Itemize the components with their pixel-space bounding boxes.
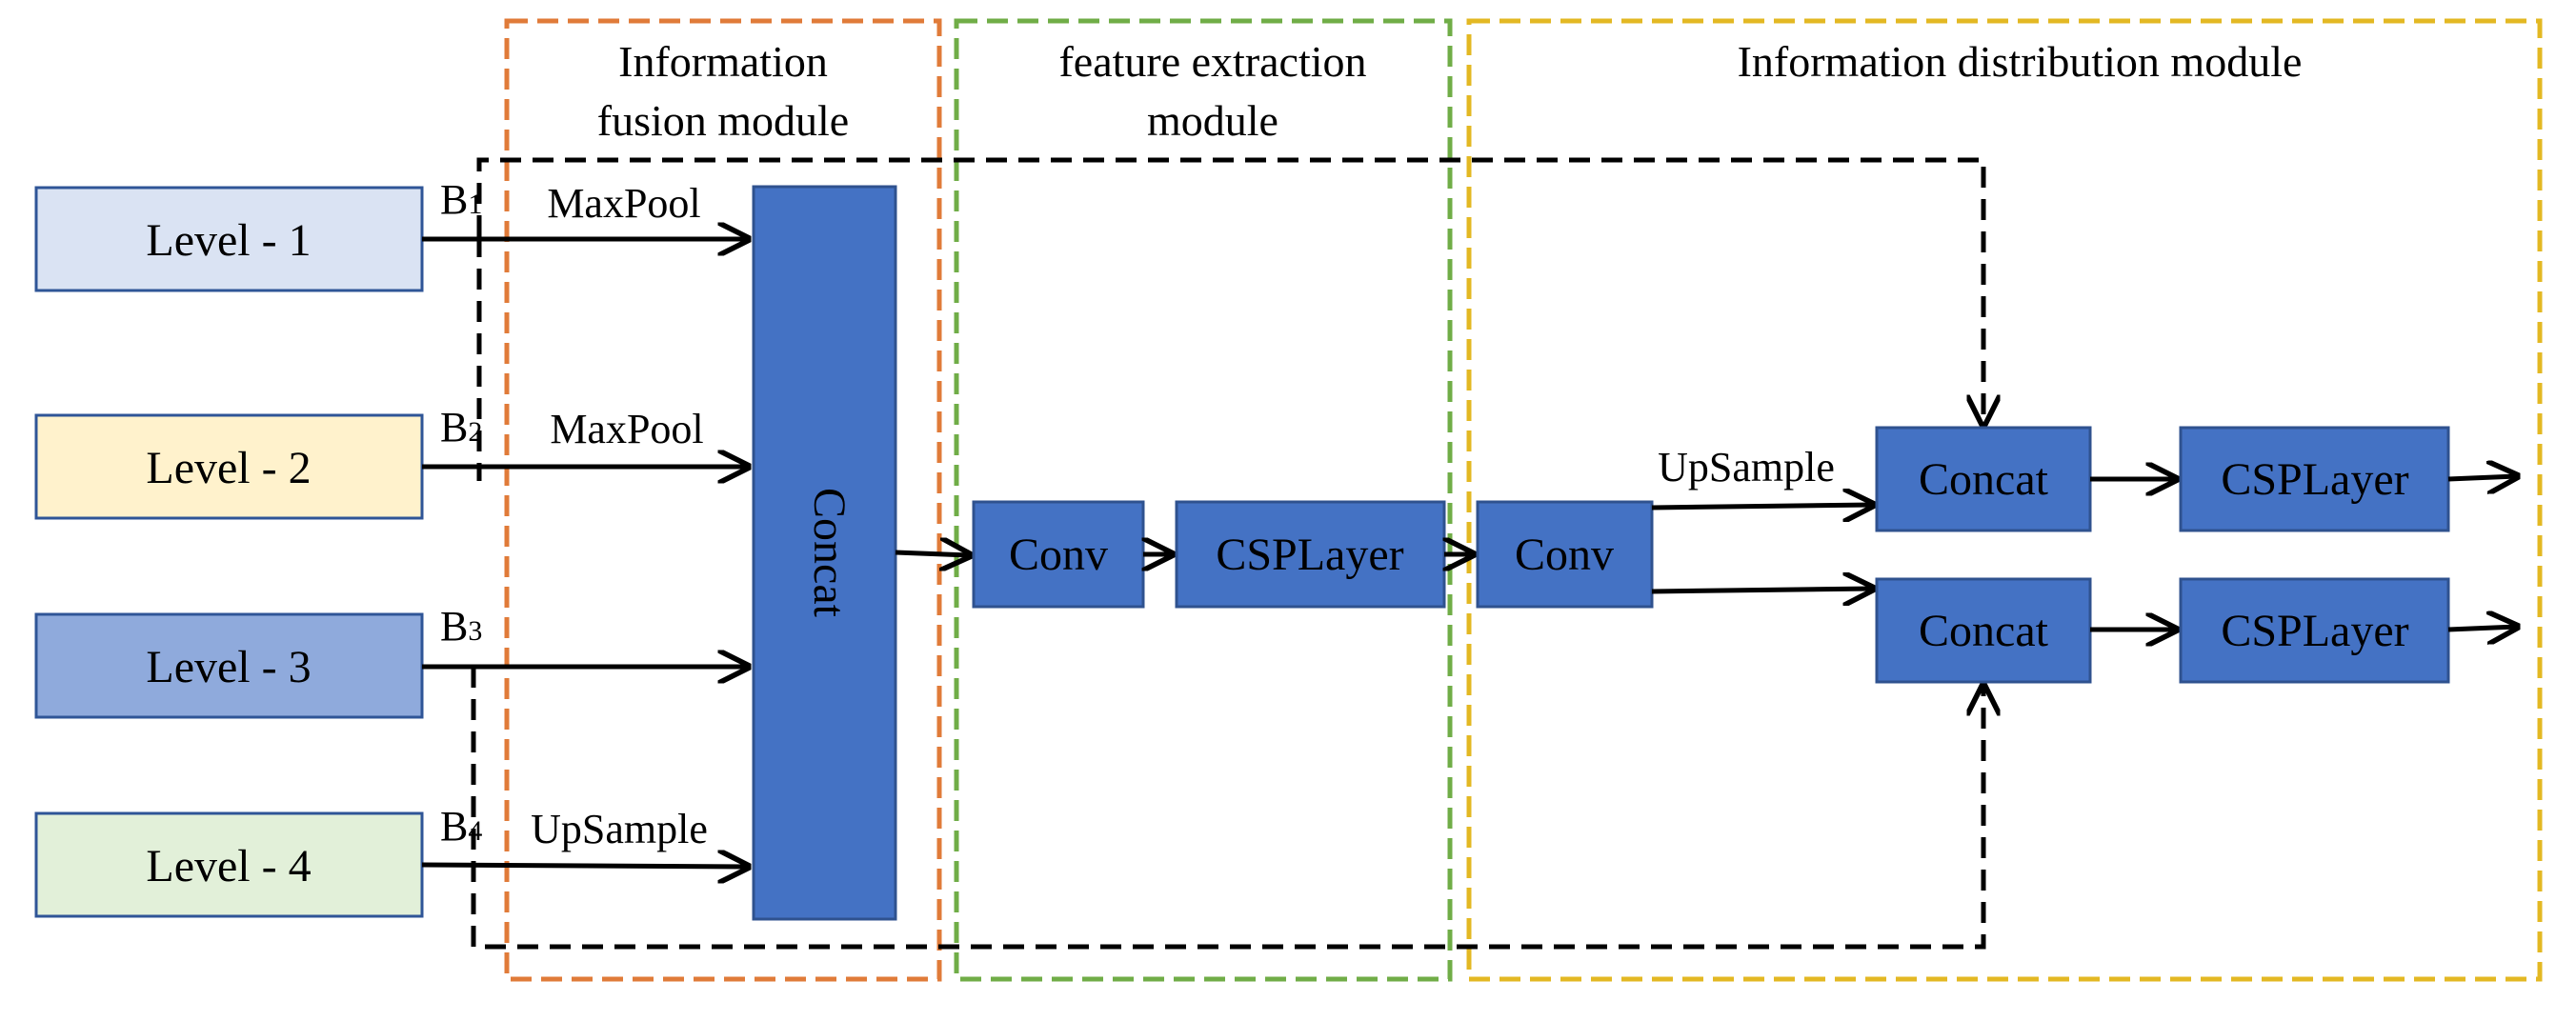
arrow-concat-to-conv1 (895, 552, 970, 555)
level-1-label: Level - 1 (146, 215, 311, 266)
branch-tag-b2: B2 (440, 404, 482, 450)
arrow-csp-bottom-output (2447, 627, 2517, 630)
arrow-csp-top-output (2447, 476, 2517, 479)
concat-bottom-label: Concat (1919, 606, 2049, 656)
extraction-module-title-line1: feature extraction (1058, 37, 1366, 86)
concat-main-label: Concat (804, 488, 855, 618)
csp-bottom-label: CSPLayer (2221, 606, 2408, 656)
extraction-module-title-line2: module (1147, 96, 1278, 145)
fusion-module-frame (504, 18, 942, 982)
csp-top-label: CSPLayer (2221, 454, 2408, 505)
branch-tag-b3: B3 (440, 603, 482, 650)
branch-op-maxpool-2: MaxPool (550, 406, 703, 452)
level-3-box: Level - 3 (34, 612, 424, 719)
branch-tag-b4: B4 (440, 803, 482, 850)
conv1-label: Conv (1009, 530, 1108, 580)
branch-op-maxpool-1: MaxPool (547, 180, 700, 227)
extraction-module-frame (954, 18, 1453, 982)
level-2-box: Level - 2 (34, 413, 424, 520)
branch-op-upsample-4: UpSample (531, 806, 708, 852)
csp-top-block: CSPLayer (2179, 426, 2450, 532)
conv2-block: Conv (1476, 500, 1654, 609)
fusion-module-title-line2: fusion module (597, 96, 849, 145)
arrow-conv2-to-concat-top (1651, 505, 1873, 508)
dashed-route-bottom (471, 667, 1983, 950)
level-4-box: Level - 4 (34, 811, 424, 918)
distribution-module-frame (1466, 18, 2543, 982)
conv1-block: Conv (972, 500, 1145, 609)
csp1-label: CSPLayer (1216, 530, 1403, 580)
arrow-level-4 (421, 865, 748, 867)
arrow-conv2-to-concat-bottom (1651, 589, 1873, 591)
fusion-module-title-line1: Information (618, 37, 828, 86)
conv2-label: Conv (1515, 530, 1614, 580)
dashed-route-top (476, 157, 1983, 425)
level-2-label: Level - 2 (146, 443, 311, 493)
branch-tag-b1: B1 (440, 176, 482, 223)
level-1-box: Level - 1 (34, 186, 424, 292)
concat-main-block: Concat (752, 185, 897, 921)
concat-top-block: Concat (1875, 426, 2092, 532)
upsample-label: UpSample (1658, 444, 1835, 490)
csp1-block: CSPLayer (1175, 500, 1446, 609)
concat-bottom-block: Concat (1875, 577, 2092, 684)
level-3-label: Level - 3 (146, 642, 311, 692)
distribution-module-title: Information distribution module (1738, 37, 2303, 86)
level-4-label: Level - 4 (146, 841, 311, 891)
csp-bottom-block: CSPLayer (2179, 577, 2450, 684)
concat-top-label: Concat (1919, 454, 2049, 505)
